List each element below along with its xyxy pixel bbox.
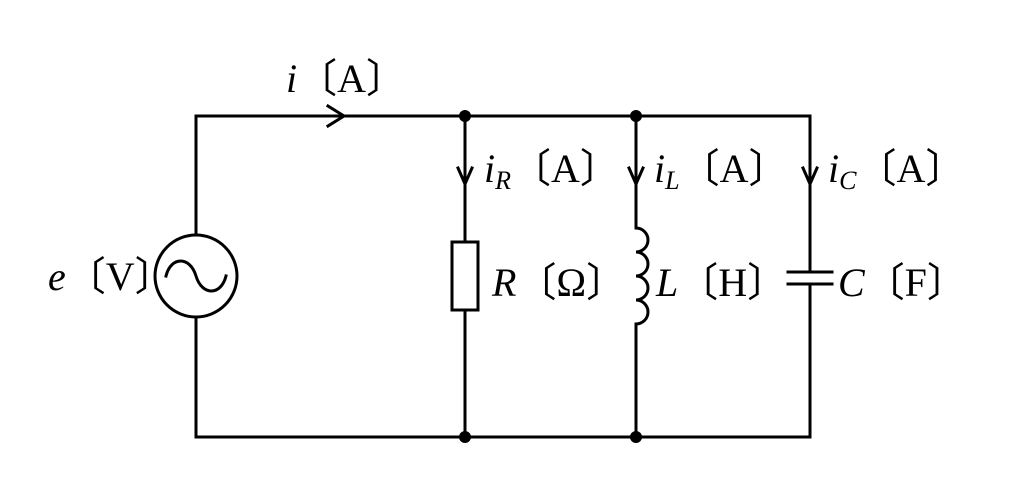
inductor-current-label: iL〔A〕 <box>654 146 788 195</box>
total-current-label: i〔A〕 <box>286 56 406 101</box>
ac-source-symbol <box>153 233 239 319</box>
capacitor-current-unit: 〔A〕 <box>856 146 965 191</box>
resistor-unit: 〔Ω〕 <box>516 260 626 305</box>
resistor-symbol <box>450 240 480 312</box>
total-current-symbol: i <box>286 56 297 101</box>
capacitor-symbol-text: C <box>838 260 866 305</box>
total-current-unit: 〔A〕 <box>297 56 406 101</box>
inductor-current-unit: 〔A〕 <box>680 146 789 191</box>
resistor-current-unit: 〔A〕 <box>511 146 620 191</box>
source-voltage-symbol: e <box>48 254 66 299</box>
ac-source-circle <box>153 233 239 319</box>
resistor-label: R〔Ω〕 <box>491 260 626 305</box>
resistor-symbol-text: R <box>491 260 516 305</box>
resistor-current-label: iR〔A〕 <box>484 146 620 195</box>
inductor-current-arrow-icon <box>627 166 645 188</box>
junction-node-bottom-resistor <box>459 431 471 443</box>
inductor-coil-symbol <box>634 226 650 326</box>
capacitor-current-symbol: i <box>828 146 839 191</box>
inductor-unit: 〔H〕 <box>678 260 787 305</box>
capacitor-current-subscript: C <box>839 166 857 195</box>
junction-node-top-resistor <box>459 110 471 122</box>
inductor-current-symbol: i <box>654 146 665 191</box>
source-voltage-label: e〔V〕 <box>48 254 175 299</box>
source-voltage-unit: 〔V〕 <box>66 254 175 299</box>
inductor-current-subscript: L <box>664 166 679 195</box>
total-current-arrow-icon <box>325 103 347 129</box>
resistor-current-symbol: i <box>484 146 495 191</box>
capacitor-current-label: iC〔A〕 <box>828 146 965 195</box>
inductor-label: L〔H〕 <box>655 260 787 305</box>
capacitor-symbol <box>786 270 834 286</box>
junction-node-bottom-inductor <box>630 431 642 443</box>
inductor-symbol-text: L <box>655 260 678 305</box>
sine-wave-icon <box>164 259 228 293</box>
capacitor-current-arrow-icon <box>801 166 819 188</box>
resistor-current-subscript: R <box>494 166 511 195</box>
resistor-current-arrow-icon <box>456 166 474 188</box>
wires <box>194 114 812 439</box>
capacitor-unit: 〔F〕 <box>865 260 967 305</box>
capacitor-label: C〔F〕 <box>838 260 967 305</box>
junction-node-top-inductor <box>630 110 642 122</box>
